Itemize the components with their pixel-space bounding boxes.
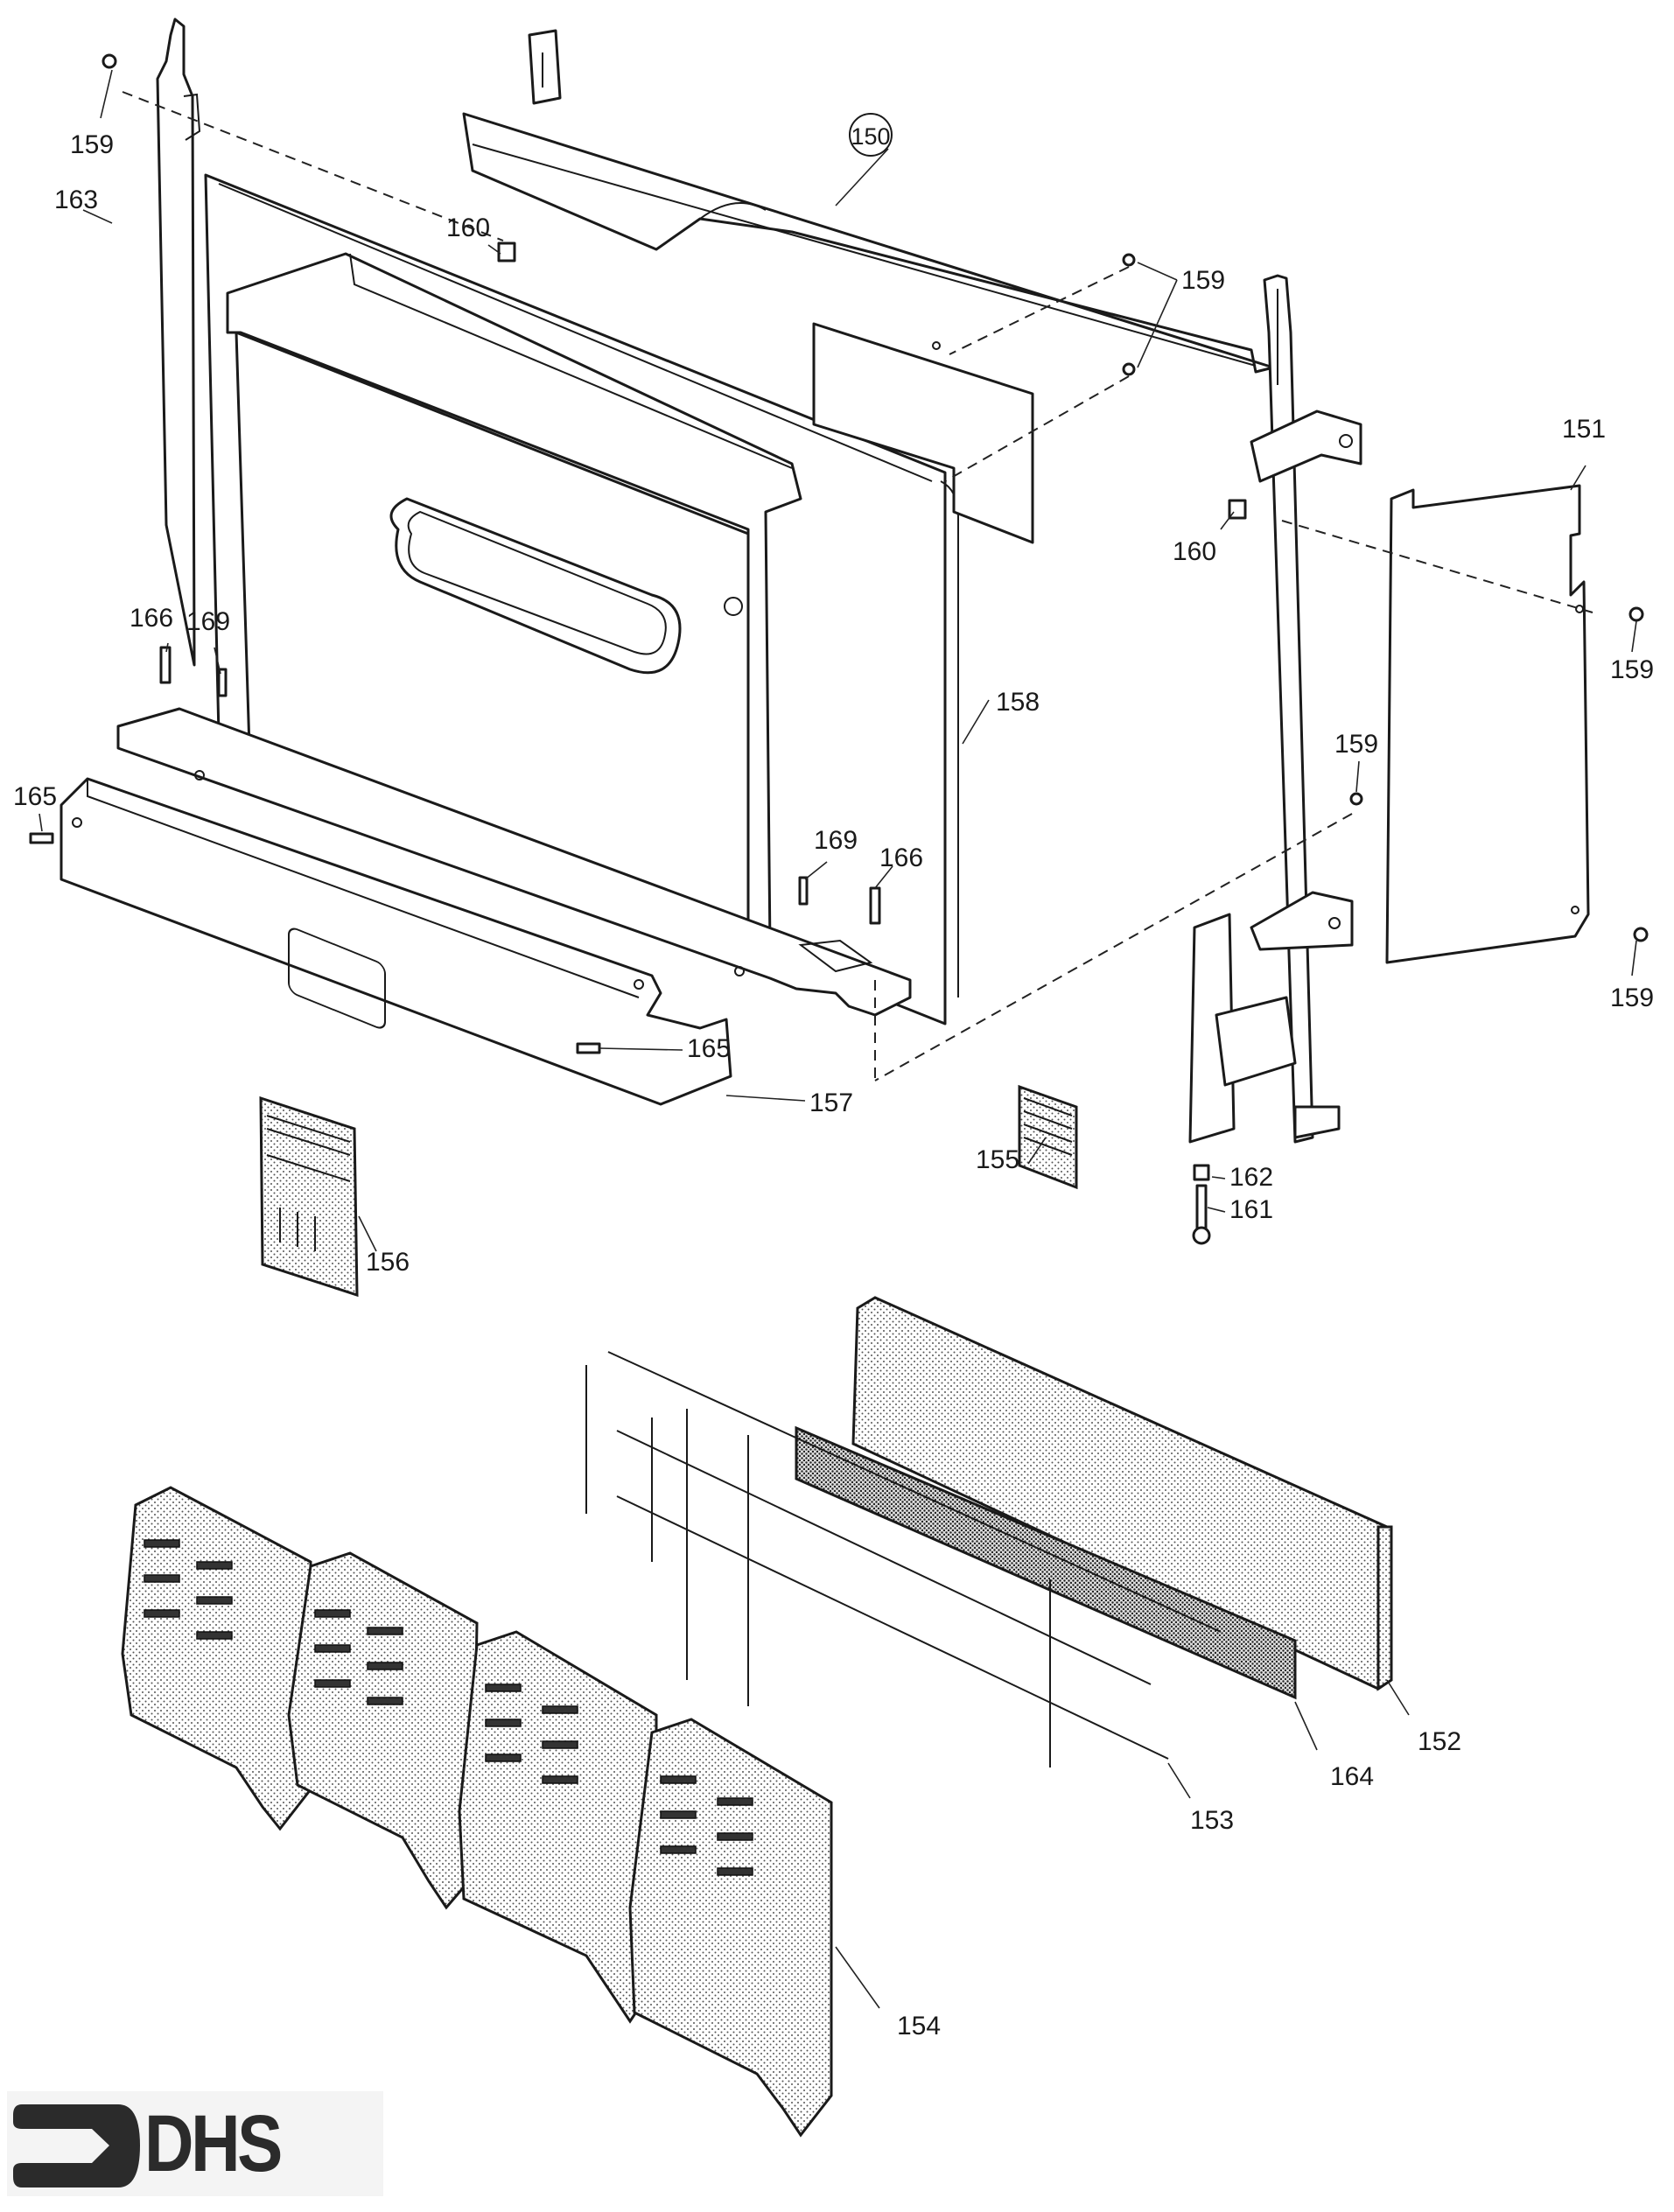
- callout-161: 161: [1229, 1195, 1273, 1224]
- callout-150-circle: [849, 113, 893, 157]
- callout-158: 158: [996, 688, 1040, 717]
- callout-156: 156: [366, 1248, 410, 1277]
- callout-162: 162: [1229, 1163, 1273, 1192]
- assembly-lines: [122, 91, 1593, 1082]
- dhs-logo-text: DHS: [144, 2099, 283, 2188]
- part-150-top-canopy: [462, 29, 1275, 544]
- callout-163: 163: [54, 186, 98, 214]
- callout-165: 165: [13, 782, 57, 811]
- screw-159-c: [1122, 362, 1136, 376]
- part-base-tray: [116, 707, 912, 1017]
- callout-154: 154: [897, 2012, 941, 2040]
- fasteners: [29, 53, 1649, 1245]
- callout-165: 165: [687, 1034, 731, 1063]
- screw-159-e: [1349, 792, 1363, 806]
- screw-165-a: [29, 832, 54, 844]
- callout-169: 169: [186, 607, 230, 636]
- part-right-bracket: [1188, 274, 1362, 1144]
- callout-164: 164: [1330, 1762, 1374, 1791]
- part-163-left-strut: [156, 18, 201, 667]
- bolt-166-b: [869, 886, 881, 925]
- screw-169-b: [798, 876, 809, 906]
- ceramic-block-1: [121, 1486, 312, 1831]
- bolt-166-a: [159, 646, 172, 684]
- callout-150: 150: [851, 123, 890, 150]
- callout-157: 157: [809, 1088, 853, 1117]
- part-153-wire-grate: [585, 1351, 1222, 1768]
- callouts: 150 159 163 160 159 151 160 159 166 169 …: [13, 113, 1654, 2040]
- callout-159: 159: [1610, 655, 1654, 684]
- dhs-logo-mark-icon: [13, 2104, 140, 2188]
- ceramic-block-2: [287, 1551, 479, 1910]
- callout-155: 155: [976, 1145, 1019, 1174]
- part-154-ceramic-blocks: [121, 1486, 833, 2138]
- ceramic-block-4: [628, 1718, 833, 2138]
- callout-166: 166: [130, 604, 173, 633]
- part-156-label-sheet: [259, 1096, 359, 1298]
- callout-153: 153: [1190, 1806, 1234, 1835]
- screw-159-b: [1122, 253, 1136, 267]
- callout-160: 160: [446, 214, 490, 242]
- screw-159-f: [1633, 927, 1649, 942]
- bolt-161-head: [1192, 1226, 1211, 1245]
- callout-159: 159: [1181, 266, 1225, 295]
- part-152-fuel-bed-panel: [851, 1296, 1393, 1691]
- callout-152: 152: [1418, 1727, 1461, 1756]
- ceramic-block-3: [458, 1630, 658, 2024]
- callout-159: 159: [1334, 730, 1378, 759]
- callout-151: 151: [1562, 415, 1606, 444]
- screw-159-d: [1628, 606, 1644, 622]
- callout-169: 169: [814, 826, 858, 855]
- screw-165-b: [576, 1042, 601, 1054]
- nut-162: [1193, 1164, 1210, 1181]
- callout-160: 160: [1173, 537, 1216, 566]
- leader-lines: [39, 69, 1637, 2009]
- clip-nut-160-a: [497, 242, 516, 262]
- part-151-right-side-panel: [1385, 484, 1590, 964]
- part-155-label-sheet: [1018, 1084, 1078, 1190]
- callout-159: 159: [70, 130, 114, 159]
- part-157-front-trim: [60, 777, 732, 1106]
- callout-159: 159: [1610, 984, 1654, 1012]
- screw-169-a: [217, 668, 228, 697]
- callout-166: 166: [879, 844, 923, 872]
- screw-159-a: [102, 53, 117, 69]
